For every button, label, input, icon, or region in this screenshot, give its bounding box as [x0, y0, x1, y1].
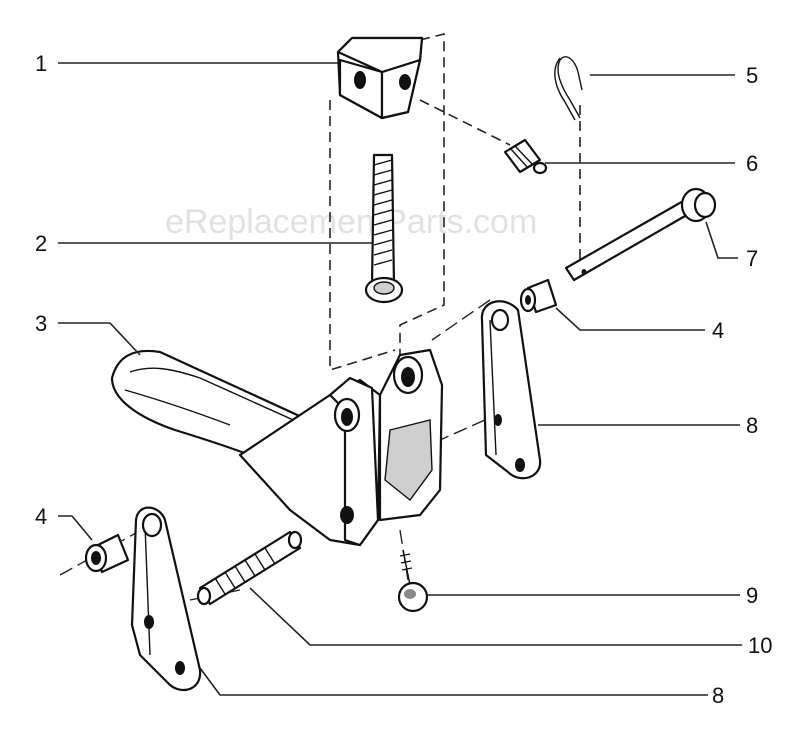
callout-4-right: 4: [712, 318, 724, 343]
callout-6: 6: [746, 151, 758, 176]
screw-part-2: [364, 153, 404, 304]
callout-1: 1: [35, 51, 47, 76]
watermark-text: eReplacementParts.com: [165, 203, 537, 241]
link-plate-part-8-left: [130, 506, 202, 692]
clevis-pin-part-7: [564, 187, 717, 282]
knob-screw-part-9: [397, 549, 429, 613]
callout-9: 9: [746, 583, 758, 608]
block-part-1: [336, 36, 424, 120]
leader-lines: [58, 62, 742, 696]
callout-7: 7: [746, 246, 758, 271]
bushing-part-4-right: [519, 278, 558, 314]
callout-2: 2: [35, 231, 47, 256]
callout-4-left: 4: [35, 504, 47, 529]
callout-5: 5: [746, 63, 758, 88]
callout-8-bottom: 8: [712, 683, 724, 708]
cotter-pin-part-5: [554, 56, 583, 121]
link-plate-part-8-right: [480, 300, 542, 480]
callout-3: 3: [35, 311, 47, 336]
callout-8-right: 8: [746, 413, 758, 438]
threaded-rod-part-10: [196, 530, 303, 606]
grease-fitting-part-6: [503, 138, 548, 175]
pedal-part-3: [110, 348, 444, 547]
bushing-part-4-left: [84, 533, 130, 574]
callout-labels: 1 2 3 4 5 6 7 4 8 9 10 8: [35, 51, 772, 708]
callout-10: 10: [748, 633, 772, 658]
